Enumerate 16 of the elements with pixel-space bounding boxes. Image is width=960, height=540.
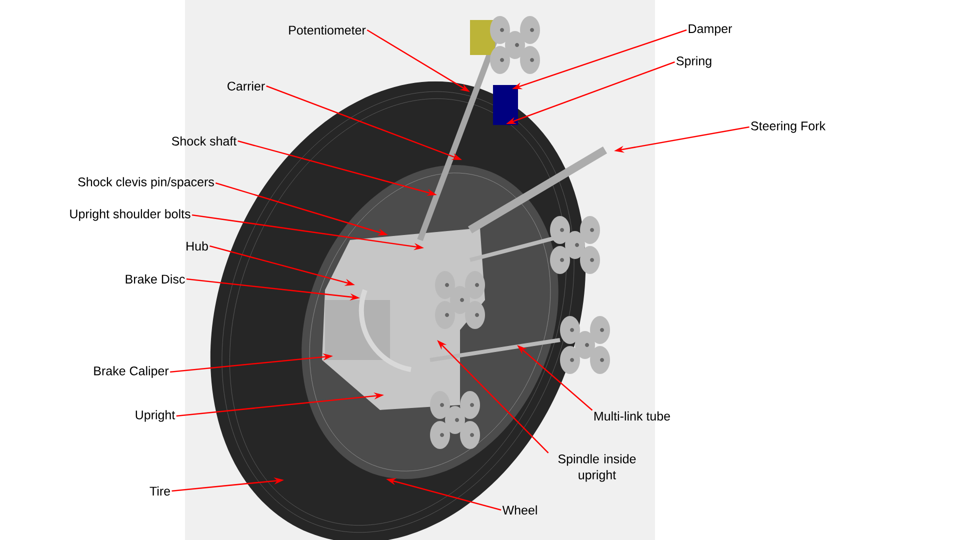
part-label: Steering Fork — [751, 121, 826, 133]
part-label: Brake Caliper — [94, 366, 169, 378]
part-label: Shock shaft — [172, 136, 237, 146]
part-label: Upright shoulder bolts — [70, 209, 190, 221]
part-label: Spindle inside upright — [558, 454, 636, 482]
part-label: Hub — [186, 241, 208, 251]
part-label: Tire — [150, 486, 170, 496]
part-label: Spring — [676, 56, 712, 68]
part-label: Potentiometer — [289, 25, 366, 35]
part-label: Multi-link tube — [594, 411, 670, 421]
part-label: Shock clevis pin/spacers — [78, 177, 214, 189]
part-label: Wheel — [502, 505, 537, 515]
part-label: Brake Disc — [126, 274, 185, 284]
part-label: Upright — [136, 410, 176, 422]
part-label: Damper — [688, 24, 732, 36]
part-label: Carrier — [228, 81, 265, 91]
